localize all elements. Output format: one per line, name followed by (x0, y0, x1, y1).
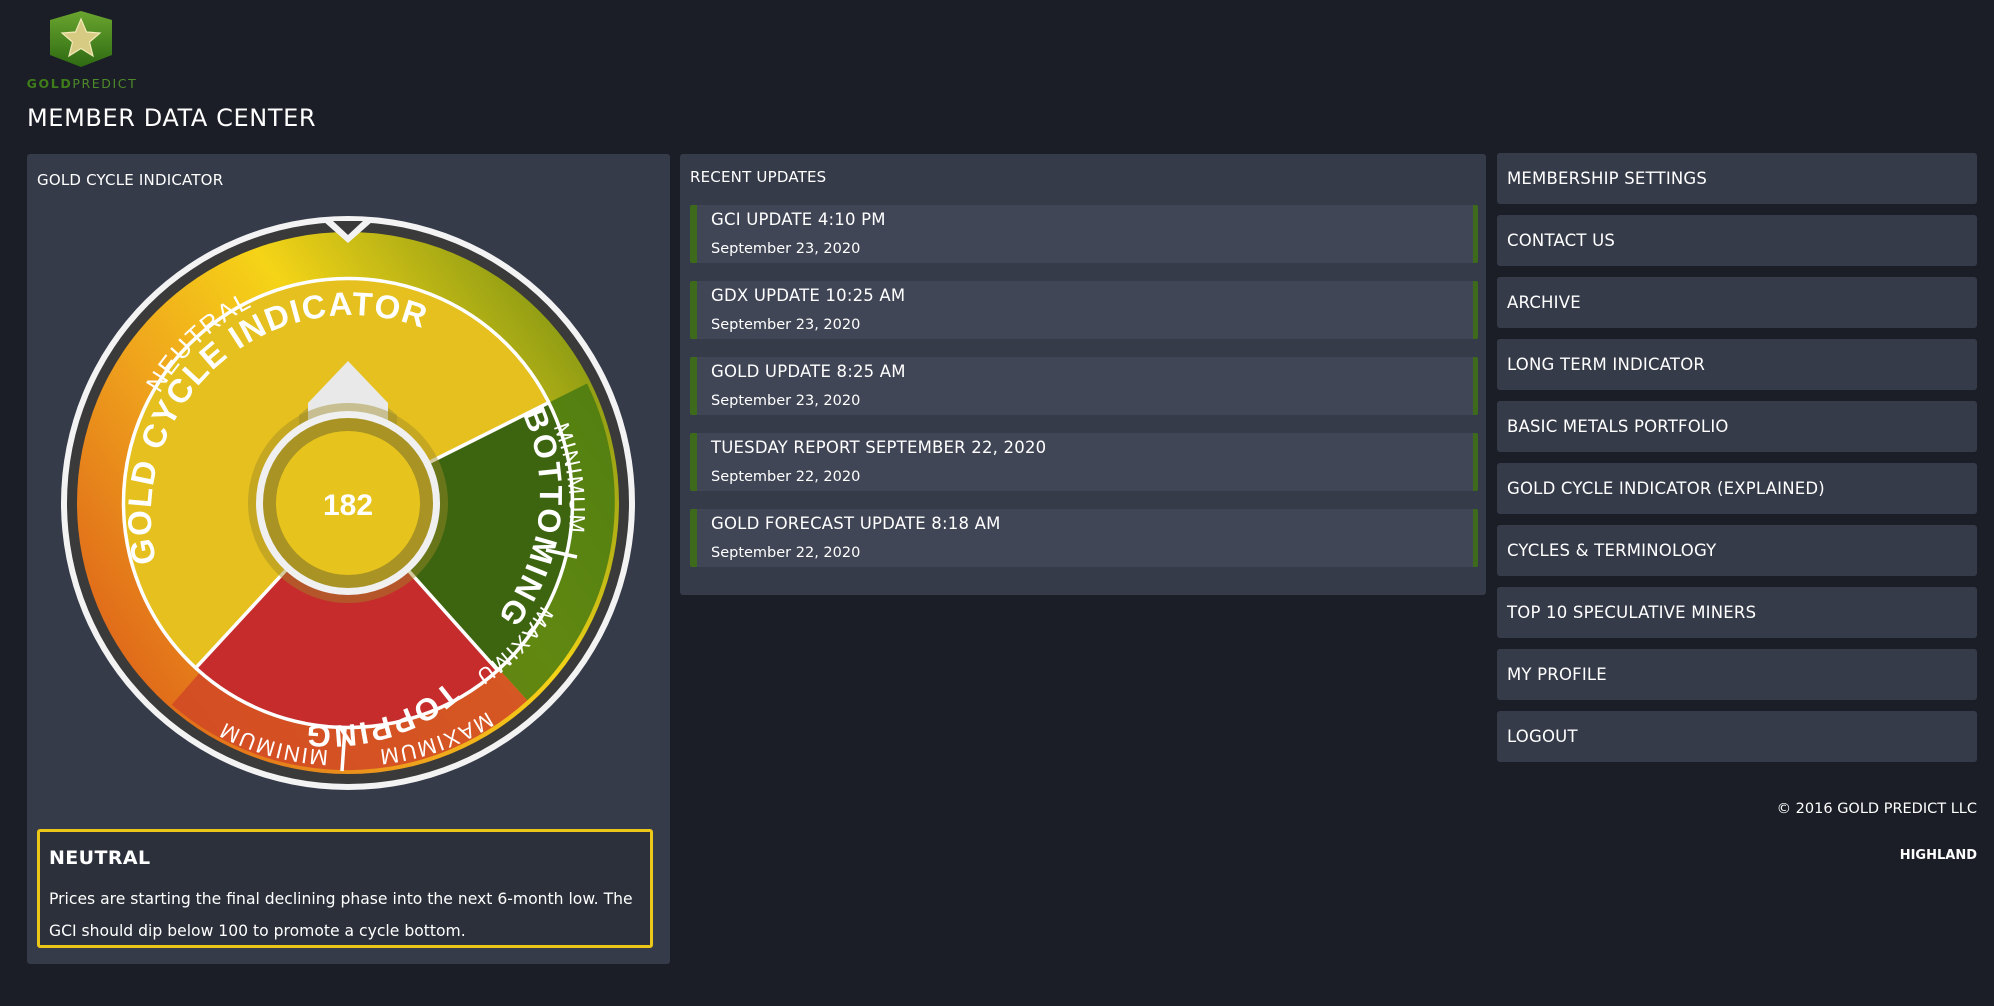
menu-item-label: TOP 10 SPECULATIVE MINERS (1507, 603, 1757, 622)
menu-item-label: MEMBERSHIP SETTINGS (1507, 169, 1708, 188)
update-title[interactable]: GDX UPDATE 10:25 AM (711, 286, 906, 305)
update-date: September 23, 2020 (711, 317, 861, 333)
update-date: September 23, 2020 (711, 241, 861, 257)
brand-gold-text: GOLD (26, 76, 73, 91)
update-title[interactable]: GCI UPDATE 4:10 PM (711, 210, 886, 229)
menu-item-label: GOLD CYCLE INDICATOR (EXPLAINED) (1507, 479, 1825, 498)
recent-updates-heading: RECENT UPDATES (690, 168, 827, 186)
gci-status-box: NEUTRAL Prices are starting the final de… (37, 829, 653, 948)
menu-membership-settings[interactable]: MEMBERSHIP SETTINGS (1497, 153, 1977, 204)
gold-cycle-gauge: GOLD CYCLE INDICATOR NEUTRAL BOTTOMING T… (57, 213, 635, 790)
update-item[interactable]: GOLD UPDATE 8:25 AM September 23, 2020 (690, 357, 1478, 415)
update-title[interactable]: GOLD UPDATE 8:25 AM (711, 362, 906, 381)
update-date: September 23, 2020 (711, 393, 861, 409)
gci-panel-heading: GOLD CYCLE INDICATOR (37, 171, 224, 189)
gci-panel: GOLD CYCLE INDICATOR (27, 154, 670, 964)
menu-item-label: LOGOUT (1507, 727, 1578, 746)
menu-basic-metals-portfolio[interactable]: BASIC METALS PORTFOLIO (1497, 401, 1977, 452)
menu-item-label: BASIC METALS PORTFOLIO (1507, 417, 1729, 436)
gci-status-text: Prices are starting the final declining … (49, 890, 633, 940)
update-item[interactable]: GDX UPDATE 10:25 AM September 23, 2020 (690, 281, 1478, 339)
menu-item-label: MY PROFILE (1507, 665, 1607, 684)
star-logo-icon (50, 11, 112, 67)
gauge-value: 182 (323, 489, 373, 522)
menu-item-label: LONG TERM INDICATOR (1507, 355, 1706, 374)
menu-item-label: CONTACT US (1507, 231, 1616, 250)
menu-long-term-indicator[interactable]: LONG TERM INDICATOR (1497, 339, 1977, 390)
menu-cycles-terminology[interactable]: CYCLES & TERMINOLOGY (1497, 525, 1977, 576)
update-title[interactable]: GOLD FORECAST UPDATE 8:18 AM (711, 514, 1001, 533)
page-title: MEMBER DATA CENTER (27, 104, 317, 132)
menu-contact-us[interactable]: CONTACT US (1497, 215, 1977, 266)
highland-credit-link[interactable]: HIGHLAND (1899, 848, 1977, 863)
menu-top-10-miners[interactable]: TOP 10 SPECULATIVE MINERS (1497, 587, 1977, 638)
copyright-text: © 2016 GOLD PREDICT LLC (1776, 801, 1977, 817)
update-item[interactable]: TUESDAY REPORT SEPTEMBER 22, 2020 Septem… (690, 433, 1478, 491)
update-date: September 22, 2020 (711, 545, 861, 561)
logo-link[interactable]: GOLDPREDICT (26, 10, 136, 92)
update-date: September 22, 2020 (711, 469, 861, 485)
recent-updates-panel: RECENT UPDATES GCI UPDATE 4:10 PM Septem… (680, 154, 1486, 595)
menu-gci-explained[interactable]: GOLD CYCLE INDICATOR (EXPLAINED) (1497, 463, 1977, 514)
update-title[interactable]: TUESDAY REPORT SEPTEMBER 22, 2020 (711, 438, 1047, 457)
menu-item-label: CYCLES & TERMINOLOGY (1507, 541, 1717, 560)
menu-logout[interactable]: LOGOUT (1497, 711, 1977, 762)
menu-item-label: ARCHIVE (1507, 293, 1581, 312)
gci-status-title: NEUTRAL (49, 847, 151, 869)
update-item[interactable]: GOLD FORECAST UPDATE 8:18 AM September 2… (690, 509, 1478, 567)
brand-wordmark: GOLDPREDICT (26, 76, 138, 91)
update-item[interactable]: GCI UPDATE 4:10 PM September 23, 2020 (690, 205, 1478, 263)
brand-predict-text: PREDICT (72, 76, 138, 91)
menu-archive[interactable]: ARCHIVE (1497, 277, 1977, 328)
menu-my-profile[interactable]: MY PROFILE (1497, 649, 1977, 700)
